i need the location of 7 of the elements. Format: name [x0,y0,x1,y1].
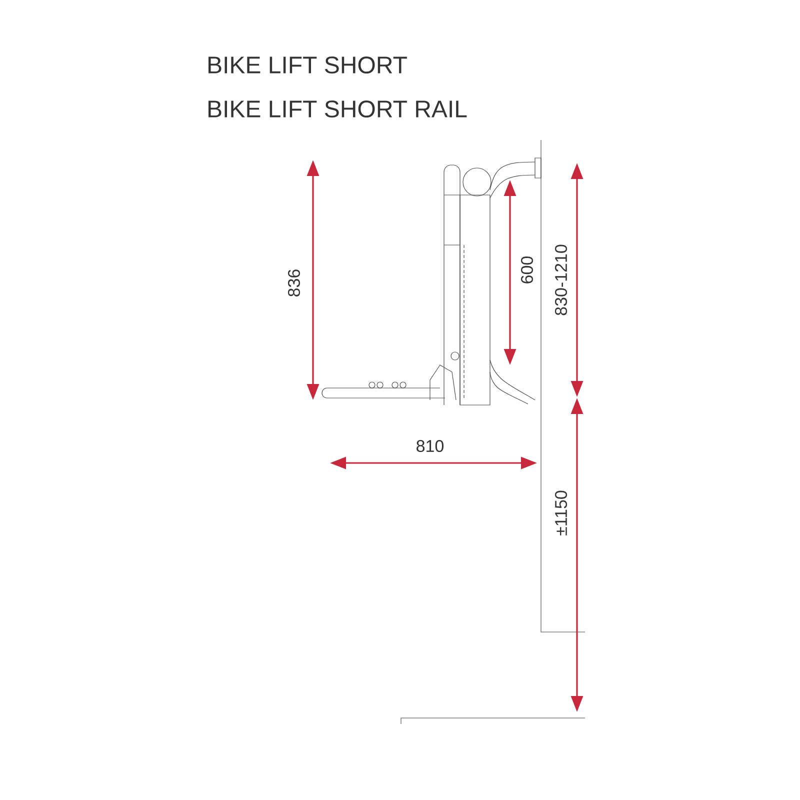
dimension-label: ±1150 [555,490,568,536]
title: BIKE LIFT SHORT [208,56,407,74]
dimension-label: 810 [416,440,444,452]
subtitle: BIKE LIFT SHORT RAIL [208,100,467,118]
dimension-label: 836 [288,270,300,296]
dimension-label: 830-1210 [555,244,568,316]
dimension-label: 600 [520,256,534,284]
